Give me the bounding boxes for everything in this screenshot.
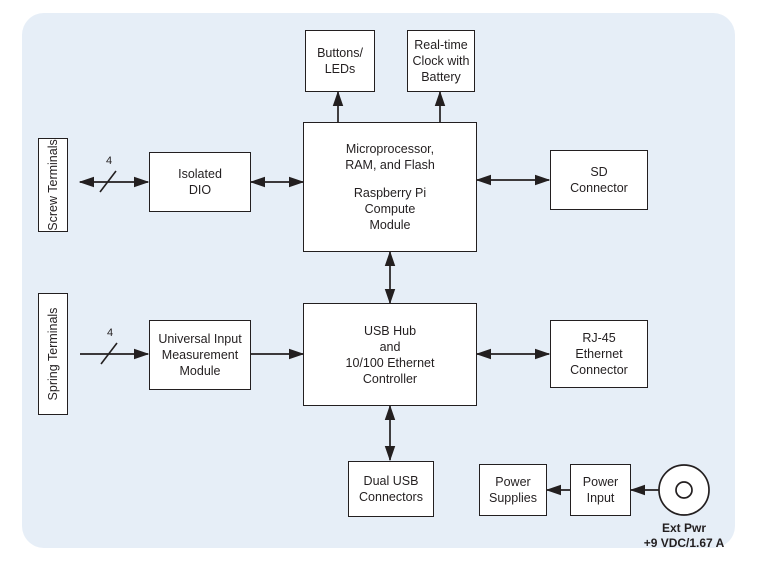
block-rj45-line2: Ethernet bbox=[575, 347, 623, 361]
block-screw-terminals[interactable]: Screw Terminals bbox=[38, 138, 68, 232]
block-uim-line2: Measurement bbox=[161, 348, 239, 362]
block-dual-usb-connectors[interactable]: Dual USB Connectors bbox=[348, 461, 434, 517]
block-power-input-line2: Input bbox=[586, 491, 615, 505]
block-rj45-ethernet-connector[interactable]: RJ-45 Ethernet Connector bbox=[550, 320, 648, 388]
block-usb-hub-line4: Controller bbox=[362, 371, 418, 386]
block-uim-line3: Module bbox=[179, 364, 221, 378]
block-rtc-line3: Battery bbox=[421, 70, 461, 84]
block-usb-hub-ethernet-controller[interactable]: USB Hub and 10/100 Ethernet Controller bbox=[303, 303, 477, 406]
block-sd-connector[interactable]: SD Connector bbox=[550, 150, 648, 210]
ext-power-caption-line1: Ext Pwr bbox=[661, 521, 706, 535]
block-dual-usb-line2: Connectors bbox=[359, 490, 423, 504]
block-isolated-dio[interactable]: Isolated DIO bbox=[149, 152, 251, 212]
wire-screw-to-dio bbox=[78, 170, 150, 193]
block-cpu-line1: Microprocessor, bbox=[345, 142, 435, 156]
block-real-time-clock[interactable]: Real-time Clock with Battery bbox=[407, 30, 475, 92]
block-buttons-leds-line1: Buttons/ bbox=[317, 46, 363, 60]
wire-spring-to-uim bbox=[80, 342, 150, 365]
block-microprocessor[interactable]: Microprocessor, RAM, and Flash Raspberry… bbox=[303, 122, 477, 252]
block-rtc-line1: Real-time bbox=[414, 38, 468, 52]
diagram-panel-background bbox=[22, 13, 735, 548]
block-usb-hub-line2: and bbox=[379, 339, 401, 354]
block-rtc-line2: Clock with bbox=[412, 54, 470, 68]
block-usb-hub-line3: 10/100 Ethernet bbox=[345, 355, 435, 370]
block-cpu-line3: Raspberry Pi bbox=[353, 186, 427, 200]
block-spring-terminals[interactable]: Spring Terminals bbox=[38, 293, 68, 415]
ext-power-caption: Ext Pwr +9 VDC/1.67 A bbox=[614, 521, 754, 551]
block-universal-input-measurement-module[interactable]: Universal Input Measurement Module bbox=[149, 320, 251, 390]
block-power-input[interactable]: Power Input bbox=[570, 464, 631, 516]
block-sd-line2: Connector bbox=[570, 181, 628, 195]
block-uim-line1: Universal Input bbox=[158, 332, 242, 346]
block-buttons-leds-line2: LEDs bbox=[324, 62, 356, 76]
block-spring-terminals-label: Spring Terminals bbox=[46, 307, 60, 401]
ext-power-jack-icon bbox=[658, 464, 710, 516]
block-rj45-line3: Connector bbox=[570, 363, 628, 377]
block-power-supplies-line2: Supplies bbox=[489, 491, 537, 505]
block-power-supplies[interactable]: Power Supplies bbox=[479, 464, 547, 516]
bus-width-label-spring: 4 bbox=[107, 327, 114, 339]
block-power-input-line1: Power bbox=[582, 475, 619, 489]
block-power-supplies-line1: Power bbox=[495, 475, 531, 489]
block-cpu-spacer bbox=[341, 173, 439, 185]
block-buttons-leds[interactable]: Buttons/ LEDs bbox=[305, 30, 375, 92]
block-dual-usb-line1: Dual USB bbox=[363, 474, 419, 488]
bus-width-label-screw: 4 bbox=[106, 155, 113, 167]
block-isolated-dio-line2: DIO bbox=[188, 183, 212, 197]
block-screw-terminals-label: Screw Terminals bbox=[46, 139, 60, 231]
block-cpu-line5: Module bbox=[369, 218, 411, 232]
block-rj45-line1: RJ-45 bbox=[582, 331, 616, 345]
block-usb-hub-line1: USB Hub bbox=[363, 323, 417, 338]
block-cpu-line4: Compute bbox=[364, 202, 416, 216]
ext-power-caption-line2: +9 VDC/1.67 A bbox=[643, 536, 725, 550]
block-cpu-line2: RAM, and Flash bbox=[345, 158, 435, 172]
block-sd-line1: SD bbox=[590, 165, 608, 179]
block-isolated-dio-line1: Isolated bbox=[178, 167, 222, 181]
